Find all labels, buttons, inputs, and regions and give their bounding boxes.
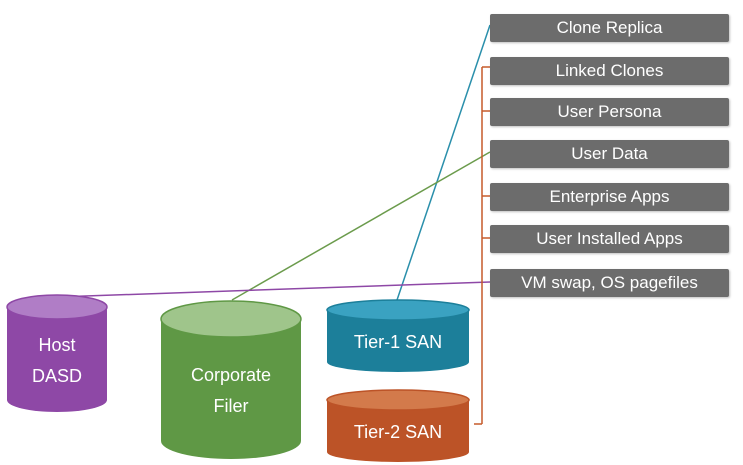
corporate-filer-cylinder [160, 300, 302, 459]
host-dasd-label: Host DASD [7, 330, 107, 392]
tier1-san-label: Tier-1 SAN [353, 332, 443, 352]
host-dasd-label-line2: DASD [31, 366, 82, 386]
tier2-san-cylinder [326, 389, 470, 462]
tier2-san-label: Tier-2 SAN [353, 422, 443, 442]
connector-tier2-bracket [474, 66, 490, 425]
tag-enterprise-apps: Enterprise Apps [490, 183, 729, 211]
connector-filer-to-user-data [231, 151, 491, 301]
tag-user-data: User Data [490, 140, 729, 168]
connector-host-to-vm-swap [56, 281, 491, 298]
host-dasd-cylinder [6, 294, 108, 412]
tag-user-persona: User Persona [490, 98, 729, 126]
tag-user-installed-apps: User Installed Apps [490, 225, 729, 253]
tag-vm-swap: VM swap, OS pagefiles [490, 269, 729, 297]
corporate-filer-label: Corporate Filer [161, 360, 301, 422]
tag-linked-clones: Linked Clones [490, 57, 729, 85]
tier1-san-cylinder [326, 299, 470, 372]
host-dasd-label-line1: Host [38, 335, 76, 355]
corporate-filer-label-line1: Corporate [190, 365, 272, 385]
tag-clone-replica: Clone Replica [490, 14, 729, 42]
connector-tier1-to-clone-replica [395, 24, 491, 304]
corporate-filer-label-line2: Filer [213, 396, 249, 416]
